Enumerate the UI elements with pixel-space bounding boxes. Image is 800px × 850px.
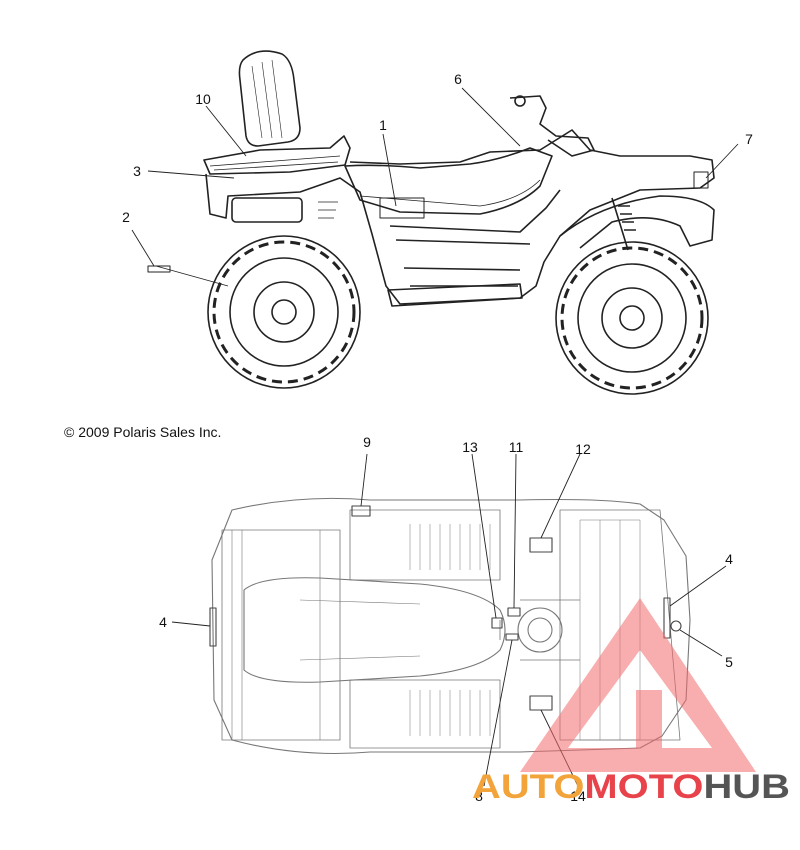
callout-10: 10 [195, 91, 211, 107]
top-body-outline [211, 497, 691, 755]
rear-fender [205, 129, 715, 305]
footrest [387, 283, 523, 307]
callout-11: 11 [509, 439, 524, 455]
decal-2 [147, 265, 171, 273]
callout-12: 12 [575, 441, 591, 457]
backrest [238, 50, 301, 147]
decal-14 [529, 695, 553, 711]
callout-7: 7 [745, 131, 753, 147]
callout-6: 6 [454, 71, 462, 87]
callout-9: 9 [363, 434, 371, 450]
callout-5: 5 [725, 654, 733, 670]
front-shock [611, 197, 636, 251]
front-fender [559, 195, 715, 249]
watermark-triangle [520, 598, 756, 772]
watermark-hub: HUB [703, 768, 790, 806]
atv-top-view [209, 497, 691, 755]
decal-8 [505, 633, 519, 641]
decal-9 [351, 505, 371, 517]
decal-13 [491, 617, 503, 629]
decal-12 [529, 537, 553, 553]
callout-1: 1 [379, 117, 387, 133]
callout-14: 14 [570, 788, 586, 804]
front-wheel [555, 241, 709, 395]
watermark-moto: MOTO [584, 768, 703, 806]
copyright-notice: © 2009 Polaris Sales Inc. [64, 424, 222, 440]
callout-2: 2 [122, 209, 130, 225]
callout-8: 8 [475, 788, 483, 804]
decal-4-front [663, 597, 671, 639]
top-seat [243, 577, 506, 683]
callout-4-rear: 4 [159, 614, 167, 630]
decal-11 [507, 607, 521, 617]
seat [344, 147, 553, 215]
rear-rack [203, 135, 351, 175]
callout-4-front: 4 [725, 551, 733, 567]
side-panel [389, 189, 561, 287]
callout-labels: 1 2 3 6 7 10 4 4 5 8 9 11 12 13 14 [122, 71, 753, 804]
callout-13: 13 [462, 439, 478, 455]
handlebar [509, 95, 595, 157]
atv-side-view [147, 50, 715, 395]
decal-4-rear [209, 607, 217, 647]
side-leader-lines [131, 87, 739, 287]
callout-3: 3 [133, 163, 141, 179]
watermark-auto: AUTO [472, 768, 584, 806]
rear-wheel [207, 235, 361, 389]
